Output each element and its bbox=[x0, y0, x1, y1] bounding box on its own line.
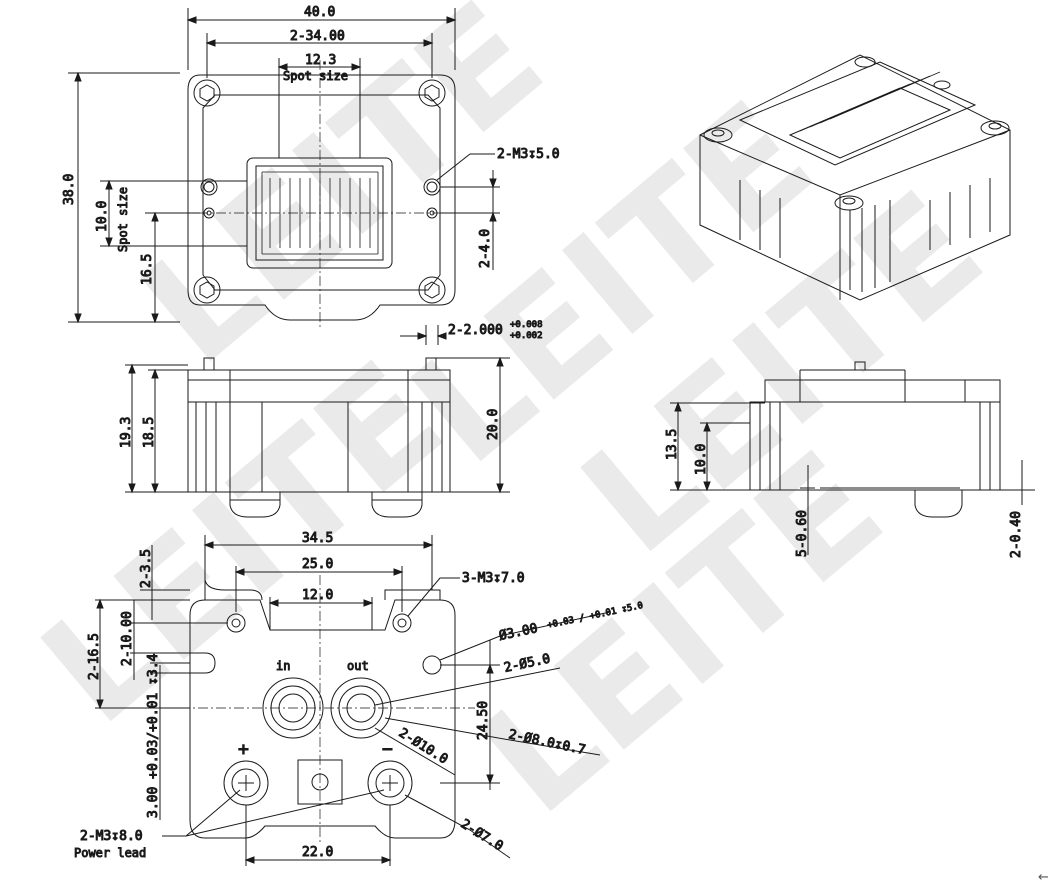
front-dim-h1: 19.3 bbox=[119, 417, 134, 448]
dim-hole-pitch: 2-34.00 bbox=[290, 29, 345, 44]
pin-tol-lower: +0.002 bbox=[510, 331, 543, 341]
bottom-dim-d3: 2-10.00 bbox=[120, 611, 135, 666]
label-minus: − bbox=[382, 739, 393, 760]
spot-size-label: Spot size bbox=[283, 69, 348, 83]
label-in: in bbox=[276, 659, 290, 673]
dim-spot-width: 12.3 bbox=[305, 53, 336, 68]
side-dim-h2: 10.0 bbox=[694, 444, 709, 475]
power-lead-label: Power lead bbox=[74, 846, 146, 860]
bottom-dim-w2: 25.0 bbox=[302, 557, 333, 572]
callout-hole-ref: Ø3.00 bbox=[498, 621, 539, 644]
isometric-view bbox=[699, 54, 1011, 301]
arrow-left-icon[interactable]: ← bbox=[1038, 870, 1049, 885]
dim-spot-height: 10.0 bbox=[95, 201, 110, 232]
callout-hole-7: 2-Ø7.0 bbox=[458, 817, 506, 855]
dim-width: 40.0 bbox=[304, 5, 335, 20]
callout-thread-top: 3-M3↧7.0 bbox=[462, 571, 525, 586]
label-plus: + bbox=[238, 739, 249, 760]
front-view: 19.3 18.5 20.0 bbox=[119, 356, 510, 518]
front-dim-h3: 20.0 bbox=[486, 409, 501, 440]
front-dim-h2: 18.5 bbox=[142, 417, 157, 448]
label-out: out bbox=[347, 659, 369, 673]
watermark-group: LEITE LEITE LEITE LEITE LEITE bbox=[11, 0, 1014, 848]
bottom-dim-height: 24.50 bbox=[476, 701, 491, 740]
bottom-dim-w3: 12.0 bbox=[302, 588, 333, 603]
side-dim-pin-proj: 5-0.60 bbox=[795, 510, 810, 557]
spot-height-label: Spot size bbox=[116, 187, 130, 252]
side-view: 13.5 10.0 5-0.60 2-0.40 bbox=[665, 361, 1035, 559]
thread-callout: 2-M3↧5.0 bbox=[497, 147, 560, 162]
side-dim-pin-proj2: 2-0.40 bbox=[1009, 511, 1024, 558]
bottom-dim-width: 34.5 bbox=[302, 531, 333, 546]
dim-pin-dia: 2-2.000 bbox=[448, 323, 503, 338]
watermark-4: LEITE bbox=[11, 329, 474, 757]
bottom-dim-width-lower: 22.0 bbox=[302, 845, 333, 860]
bottom-dim-d2: 2-16.5 bbox=[87, 633, 102, 680]
bottom-dim-left-tol: 3.00 +0.03/+0.01 ↧3.4 bbox=[146, 653, 161, 818]
dim-pin-offset: 2-4.0 bbox=[478, 229, 493, 268]
pin-tol-upper: +0.008 bbox=[510, 320, 543, 330]
callout-hole-10: 2-Ø10.0 bbox=[396, 726, 450, 768]
bottom-dim-d1: 2-3.5 bbox=[139, 549, 154, 588]
callout-thread-power: 2-M3↧8.0 bbox=[80, 829, 143, 844]
dim-height: 38.0 bbox=[62, 174, 77, 205]
side-dim-h1: 13.5 bbox=[665, 429, 680, 460]
dim-offset: 16.5 bbox=[140, 254, 155, 285]
top-view: 40.0 2-34.00 12.3 Spot size 38.0 10.0 Sp… bbox=[62, 5, 560, 345]
